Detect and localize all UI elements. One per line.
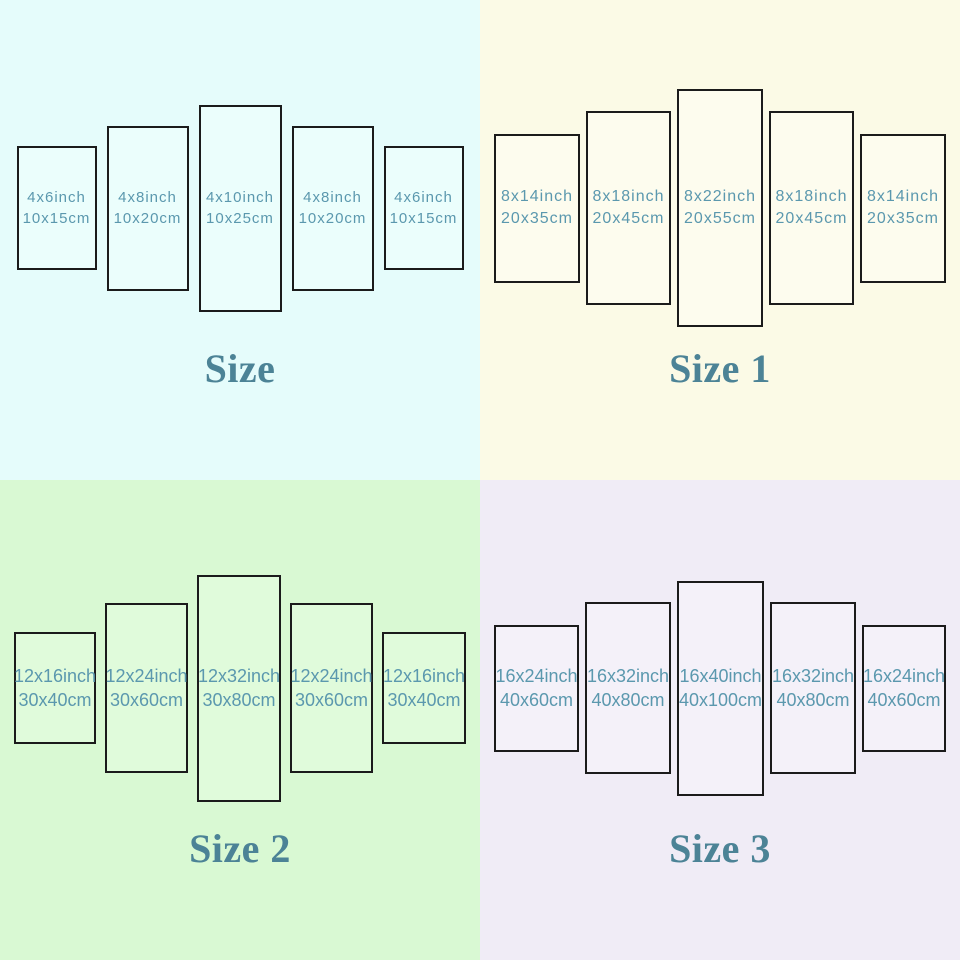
size-chart-title: Size 2 — [189, 826, 291, 871]
panel-label: 12x24inch 30x60cm — [105, 664, 187, 712]
panel-size-inch: 8x14inch — [866, 188, 940, 205]
panel-label: 4x6inch 10x15cm — [23, 187, 91, 229]
canvas-panel: 12x32inch 30x80cm — [197, 574, 281, 802]
panel-size-cm: 20x55cm — [684, 210, 756, 227]
panel-label: 4x8inch 10x20cm — [114, 187, 182, 229]
panel-size-inch: 16x24inch — [495, 666, 578, 686]
panel-size-cm: 10x20cm — [298, 210, 367, 227]
panel-size-inch: 16x40inch — [679, 666, 762, 686]
panel-size-inch: 12x24inch — [105, 666, 188, 686]
panel-size-cm: 40x60cm — [499, 690, 574, 710]
size-chart-title: Size — [204, 346, 276, 391]
panel-label: 4x10inch 10x25cm — [206, 187, 274, 229]
panel-label: 16x32inch 40x80cm — [587, 664, 669, 712]
canvas-panel: 8x22inch 20x55cm — [677, 89, 763, 327]
canvas-panel: 16x32inch 40x80cm — [770, 602, 856, 774]
panel-label: 8x22inch 20x55cm — [684, 186, 756, 230]
panel-row: 16x24inch 40x60cm 16x32inch 40x80cm 16x4… — [480, 522, 960, 854]
canvas-panel: 16x32inch 40x80cm — [585, 602, 671, 774]
panel-size-inch: 4x10inch — [205, 189, 275, 206]
panel-size-inch: 16x32inch — [586, 666, 670, 686]
panel-label: 16x24inch 40x60cm — [863, 664, 945, 712]
panel-size-cm: 10x25cm — [206, 210, 274, 227]
panel-size-inch: 4x8inch — [303, 189, 362, 206]
panel-size-cm: 10x15cm — [389, 210, 458, 227]
canvas-panel: 4x8inch 10x20cm — [106, 125, 189, 291]
quadrant-size-3: 16x24inch 40x60cm 16x32inch 40x80cm 16x4… — [480, 480, 960, 960]
panel-label: 16x32inch 40x80cm — [772, 664, 854, 712]
panel-label: 8x14inch 20x35cm — [867, 186, 939, 230]
canvas-panel: 4x6inch 10x15cm — [16, 146, 97, 270]
quadrant-size: 4x6inch 10x15cm 4x8inch 10x20cm 4x10inch… — [0, 0, 480, 480]
panel-size-inch: 4x8inch — [118, 189, 177, 206]
panel-size-inch: 4x6inch — [27, 189, 86, 206]
panel-size-inch: 8x22inch — [683, 188, 757, 205]
size-chart-title: Size 1 — [669, 346, 771, 391]
canvas-panel: 16x24inch 40x60cm — [494, 624, 579, 752]
panel-size-cm: 30x40cm — [18, 690, 92, 710]
panel-size-cm: 20x45cm — [592, 210, 665, 227]
canvas-panel: 8x18inch 20x45cm — [769, 111, 854, 305]
panel-row: 4x6inch 10x15cm 4x8inch 10x20cm 4x10inch… — [0, 42, 480, 374]
panel-size-cm: 10x15cm — [22, 210, 91, 227]
panel-label: 8x18inch 20x45cm — [775, 186, 847, 230]
panel-size-cm: 40x60cm — [867, 690, 941, 710]
panel-label: 12x32inch 30x80cm — [198, 664, 280, 712]
panel-size-inch: 12x24inch — [290, 666, 373, 686]
panel-size-cm: 30x60cm — [109, 690, 184, 710]
canvas-panel: 12x16inch 30x40cm — [382, 632, 466, 744]
panel-row: 12x16inch 30x40cm 12x24inch 30x60cm 12x3… — [0, 522, 480, 854]
panel-label: 16x40inch 40x100cm — [679, 664, 762, 712]
panel-size-cm: 20x45cm — [775, 210, 848, 227]
panel-size-inch: 12x16inch — [382, 666, 466, 686]
panel-size-cm: 30x80cm — [202, 690, 276, 710]
panel-size-cm: 40x100cm — [678, 690, 763, 710]
panel-label: 12x16inch 30x40cm — [14, 664, 96, 712]
canvas-panel: 16x40inch 40x100cm — [677, 580, 764, 796]
panel-size-inch: 8x18inch — [592, 188, 665, 205]
panel-size-inch: 12x16inch — [13, 666, 97, 686]
size-chart-title: Size 3 — [669, 826, 771, 871]
panel-size-inch: 16x32inch — [771, 666, 855, 686]
canvas-panel: 8x14inch 20x35cm — [860, 133, 946, 283]
canvas-panel: 12x16inch 30x40cm — [14, 632, 96, 744]
panel-row: 8x14inch 20x35cm 8x18inch 20x45cm 8x22in… — [480, 42, 960, 374]
canvas-panel: 4x10inch 10x25cm — [198, 104, 282, 312]
panel-label: 8x18inch 20x45cm — [592, 186, 664, 230]
panel-size-inch: 8x14inch — [500, 188, 574, 205]
panel-size-cm: 30x40cm — [387, 690, 461, 710]
canvas-panel: 16x24inch 40x60cm — [862, 624, 946, 752]
canvas-panel: 12x24inch 30x60cm — [105, 603, 188, 773]
panel-label: 4x8inch 10x20cm — [299, 187, 367, 229]
canvas-panel: 8x18inch 20x45cm — [586, 111, 671, 305]
panel-size-cm: 30x60cm — [294, 690, 369, 710]
panel-label: 4x6inch 10x15cm — [390, 187, 458, 229]
panel-size-inch: 4x6inch — [394, 189, 453, 206]
panel-size-cm: 40x80cm — [591, 690, 665, 710]
panel-label: 12x16inch 30x40cm — [383, 664, 465, 712]
panel-size-inch: 12x32inch — [197, 666, 281, 686]
panel-size-cm: 20x35cm — [501, 210, 573, 227]
panel-label: 8x14inch 20x35cm — [501, 186, 573, 230]
panel-label: 16x24inch 40x60cm — [495, 664, 577, 712]
canvas-panel: 12x24inch 30x60cm — [290, 603, 373, 773]
panel-size-cm: 20x35cm — [867, 210, 939, 227]
panel-size-inch: 16x24inch — [862, 666, 946, 686]
quadrant-size-2: 12x16inch 30x40cm 12x24inch 30x60cm 12x3… — [0, 480, 480, 960]
canvas-panel: 4x6inch 10x15cm — [383, 146, 464, 270]
panel-size-cm: 10x20cm — [113, 210, 182, 227]
panel-label: 12x24inch 30x60cm — [290, 664, 372, 712]
canvas-panel: 8x14inch 20x35cm — [494, 133, 580, 283]
quadrant-size-1: 8x14inch 20x35cm 8x18inch 20x45cm 8x22in… — [480, 0, 960, 480]
panel-size-inch: 8x18inch — [775, 188, 848, 205]
panel-size-cm: 40x80cm — [776, 690, 850, 710]
canvas-panel: 4x8inch 10x20cm — [291, 125, 374, 291]
